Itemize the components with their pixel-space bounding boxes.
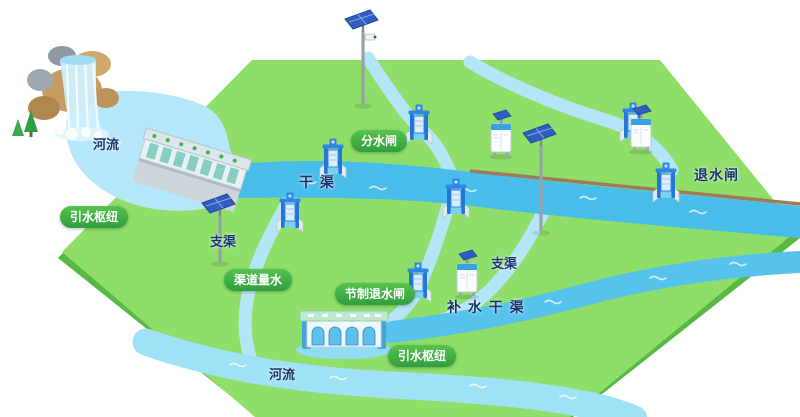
- solar-monitoring-pole-icon[interactable]: [344, 9, 379, 109]
- supply-canal-water: [381, 251, 800, 343]
- branch-stream-top-right: [463, 55, 679, 177]
- canal-bank-line: [469, 169, 800, 206]
- intake-station-icon[interactable]: [296, 310, 392, 359]
- main-canal-water: [236, 160, 800, 238]
- badge-diversion-hub-bottom[interactable]: 引水枢纽: [388, 345, 457, 367]
- branch-canal-left-stream: [238, 191, 297, 379]
- river-bottom-water: [132, 328, 648, 417]
- label-river-bottom: 河流: [269, 368, 296, 383]
- badge-diversion-hub-top[interactable]: 引水枢纽: [60, 206, 129, 228]
- label-branch-canal-right: 支渠: [491, 257, 518, 272]
- badge-channel-measurement[interactable]: 渠道量水: [224, 269, 293, 291]
- solar-monitoring-pole-icon[interactable]: [522, 123, 557, 236]
- label-river-top: 河流: [93, 138, 120, 153]
- label-branch-canal-left: 支渠: [210, 235, 237, 250]
- solar-monitoring-pole-icon[interactable]: [201, 193, 236, 267]
- waterfall-icon: [27, 46, 119, 141]
- badge-control-drain-gate[interactable]: 节制退水闸: [335, 283, 416, 305]
- label-drain-gate: 退水闸: [694, 168, 739, 184]
- badge-distribution-gate[interactable]: 分水闸: [351, 130, 408, 152]
- tree-icon: [12, 110, 38, 137]
- label-supply-main-canal: 补 水 干 渠: [447, 300, 525, 316]
- label-main-canal: 干 渠: [299, 175, 335, 191]
